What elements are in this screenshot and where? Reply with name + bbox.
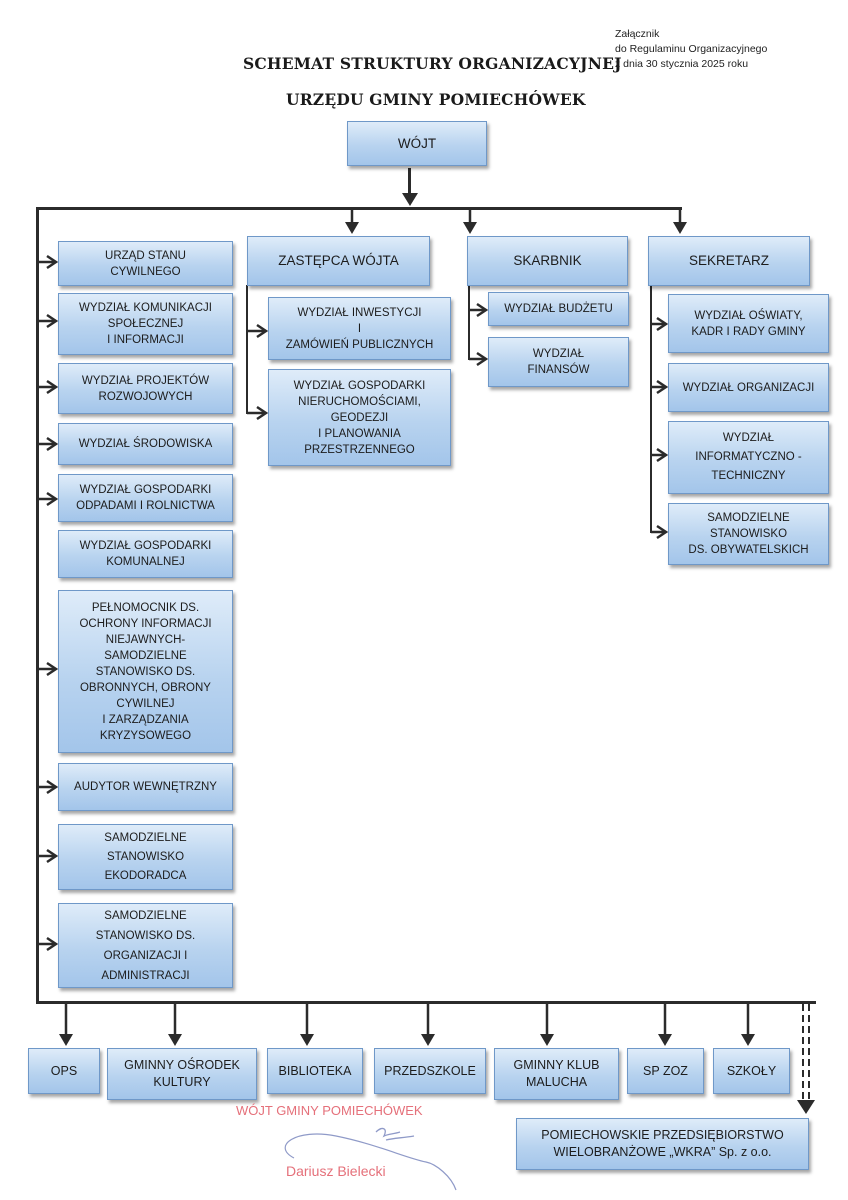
box-left-unit-10: SAMODZIELNE STANOWISKO DS. ORGANIZACJI I… xyxy=(58,903,233,988)
box-left-unit-7: PEŁNOMOCNIK DS. OCHRONY INFORMACJI NIEJA… xyxy=(58,590,233,753)
box-sekretarz: SEKRETARZ xyxy=(648,236,810,286)
attachment-note-line1: Załącznik xyxy=(615,28,660,40)
box-left-unit-9: SAMODZIELNE STANOWISKO EKODORADCA xyxy=(58,824,233,890)
arrowhead-zastepca xyxy=(345,222,359,234)
arrowhead-sekretarz xyxy=(673,222,687,234)
box-bottom-szkoly: SZKOŁY xyxy=(713,1048,790,1094)
box-bottom-ops: OPS xyxy=(28,1048,100,1094)
attachment-note: Załącznik do Regulaminu Organizacyjnego … xyxy=(615,27,767,72)
box-left-unit-1: URZĄD STANU CYWILNEGO xyxy=(58,241,233,286)
attachment-note-line3: z dnia 30 stycznia 2025 roku xyxy=(615,58,749,70)
chart-title-line1: SCHEMAT STRUKTURY ORGANIZACYJNEJ xyxy=(243,54,622,73)
signature-role: WÓJT GMINY POMIECHÓWEK xyxy=(236,1103,423,1118)
arrowhead-head xyxy=(402,193,418,206)
box-bottom-biblioteka: BIBLIOTEKA xyxy=(267,1048,363,1094)
box-sekretarz-unit-4: SAMODZIELNE STANOWISKO DS. OBYWATELSKICH xyxy=(668,503,829,565)
box-bottom-spzoz: SP ZOZ xyxy=(627,1048,704,1094)
box-zastepca-wojta: ZASTĘPCA WÓJTA xyxy=(247,236,430,286)
box-skarbnik-unit-2: WYDZIAŁ FINANSÓW xyxy=(488,337,629,387)
connector-skarbnik-branch xyxy=(468,285,470,360)
arrowheads-zastepca-units xyxy=(247,323,269,421)
box-wojt: WÓJT xyxy=(347,121,487,166)
box-left-unit-6: WYDZIAŁ GOSPODARKI KOMUNALNEJ xyxy=(58,530,233,578)
connector-head-down xyxy=(408,168,411,194)
box-left-unit-5: WYDZIAŁ GOSPODARKI ODPADAMI I ROLNICTWA xyxy=(58,474,233,522)
attachment-note-line2: do Regulaminu Organizacyjnego xyxy=(615,43,768,55)
connector-sekretarz-branch xyxy=(650,285,652,533)
box-bottom-gok: GMINNY OŚRODEK KULTURY xyxy=(107,1048,257,1100)
box-sekretarz-unit-3: WYDZIAŁ INFORMATYCZNO - TECHNICZNY xyxy=(668,421,829,494)
connector-top-bus xyxy=(36,207,682,210)
box-sekretarz-unit-2: WYDZIAŁ ORGANIZACJI xyxy=(668,363,829,412)
handwritten-signature xyxy=(284,1127,457,1191)
connector-bottom-bus xyxy=(36,1001,816,1004)
arrowheads-skarbnik-units xyxy=(469,302,489,367)
box-sekretarz-unit-1: WYDZIAŁ OŚWIATY, KADR I RADY GMINY xyxy=(668,294,829,353)
box-bottom-klub-malucha: GMINNY KLUB MALUCHA xyxy=(494,1048,619,1100)
box-left-unit-2: WYDZIAŁ KOMUNIKACJI SPOŁECZNEJ I INFORMA… xyxy=(58,293,233,355)
box-zastepca-unit-1: WYDZIAŁ INWESTYCJI I ZAMÓWIEŃ PUBLICZNYC… xyxy=(268,297,451,360)
box-left-unit-3: WYDZIAŁ PROJEKTÓW ROZWOJOWYCH xyxy=(58,363,233,414)
chart-title-line2: URZĘDU GMINY POMIECHÓWEK xyxy=(286,90,586,109)
signature-name: Dariusz Bielecki xyxy=(286,1163,386,1179)
connector-zastepca-branch xyxy=(246,285,248,414)
arrowhead-skarbnik xyxy=(463,222,477,234)
box-skarbnik: SKARBNIK xyxy=(467,236,628,286)
box-bottom-przedszkole: PRZEDSZKOLE xyxy=(374,1048,486,1094)
box-left-unit-8: AUDYTOR WEWNĘTRZNY xyxy=(58,763,233,811)
box-company-wkra: POMIECHOWSKIE PRZEDSIĘBIORSTWO WIELOBRAN… xyxy=(516,1118,809,1170)
connector-left-bus xyxy=(36,207,39,1004)
box-skarbnik-unit-1: WYDZIAŁ BUDŻETU xyxy=(488,292,629,326)
arrowheads-sekretarz-units xyxy=(651,316,669,540)
arrowheads-bottom-units xyxy=(59,1003,815,1114)
box-left-unit-4: WYDZIAŁ ŚRODOWISKA xyxy=(58,423,233,465)
arrowheads-left-units xyxy=(38,254,59,952)
box-zastepca-unit-2: WYDZIAŁ GOSPODARKI NIERUCHOMOŚCIAMI, GEO… xyxy=(268,369,451,466)
arrowhead-company xyxy=(797,1100,815,1114)
